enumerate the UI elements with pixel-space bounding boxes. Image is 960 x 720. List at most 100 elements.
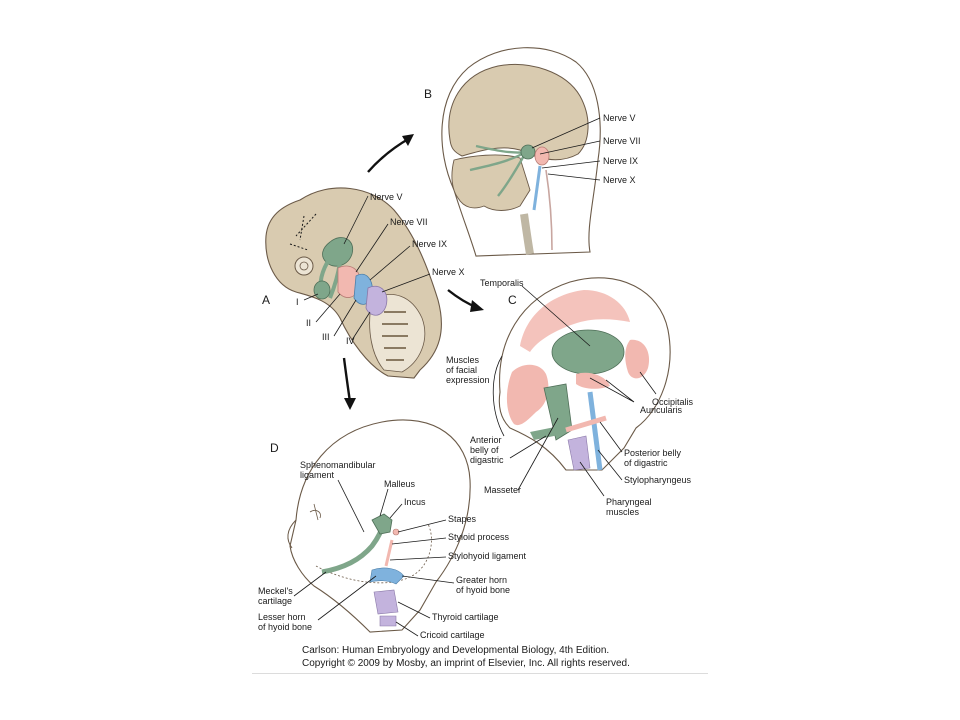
label-b-nerve-x: Nerve X	[603, 175, 636, 185]
panel-b-letter: B	[424, 87, 432, 101]
occipitalis-muscle	[625, 339, 650, 379]
spine-b	[520, 213, 534, 255]
label-c-posterior-belly: Posterior belly of digastric	[624, 448, 684, 468]
label-a-nerve-ix: Nerve IX	[412, 239, 447, 249]
label-c-auricularis: Auricularis	[640, 405, 683, 415]
label-d-malleus: Malleus	[384, 479, 416, 489]
label-c-occipitalis: Occipitalis	[652, 397, 694, 407]
caption-line-2: Copyright © 2009 by Mosby, an imprint of…	[302, 658, 630, 669]
leader-d-cricoid	[395, 621, 419, 637]
panel-d-letter: D	[270, 441, 279, 455]
leader-b-nerve-vii	[539, 140, 601, 155]
fetal-brain-b	[448, 64, 589, 161]
panel-c: C Temporalis Muscles of facial expressio…	[446, 277, 694, 517]
panel-d: D Sphenomandibular ligament Malleus Incu…	[258, 419, 527, 640]
head-c-outline	[498, 277, 671, 471]
label-c-posterior-belly-line1: Posterior belly	[624, 448, 682, 458]
label-b-nerve-ix: Nerve IX	[603, 156, 638, 166]
ear-b	[534, 146, 550, 166]
label-c-stylopharyngeus: Stylopharyngeus	[624, 475, 692, 485]
label-c-pharyngeal: Pharyngeal muscles	[606, 497, 654, 517]
malleus-shape	[371, 513, 393, 535]
neural-crest-arrows	[289, 213, 317, 251]
label-c-anterior-belly-line2: belly of	[470, 445, 499, 455]
label-a-nerve-x: Nerve X	[432, 267, 465, 277]
meckels-cartilage-shape	[321, 521, 387, 575]
styloid-shape	[384, 539, 394, 567]
leader-c-auricularis	[589, 377, 635, 403]
facial-expression-brace	[492, 355, 505, 437]
temporalis-muscle	[551, 329, 625, 375]
caption-divider	[252, 673, 708, 674]
panel-b: B Nerve V Nerve VII Nerve IX Nerve X	[424, 47, 641, 257]
label-d-sphenomandibular-line1: Sphenomandibular	[300, 460, 376, 470]
label-c-posterior-belly-line2: of digastric	[624, 458, 668, 468]
fetal-head-b-outline	[441, 47, 601, 257]
label-b-nerve-vii: Nerve VII	[603, 136, 641, 146]
label-b-nerve-v: Nerve V	[603, 113, 636, 123]
leader-d-meckels	[293, 571, 327, 597]
eye-d	[309, 503, 321, 521]
leader-b-nerve-x	[547, 173, 601, 181]
arrow-a-to-d	[342, 357, 352, 403]
figure-caption: Carlson: Human Embryology and Developmen…	[302, 644, 722, 670]
leader-a-arch-i	[303, 293, 319, 301]
leader-c-temporalis	[521, 285, 591, 347]
label-d-lesser-horn: Lesser horn of hyoid bone	[258, 612, 312, 632]
embryo-eye-inner	[299, 261, 309, 271]
arch-iv-shape	[365, 285, 388, 316]
leader-a-arch-ii	[315, 293, 341, 323]
arrow-a-to-b-head	[402, 134, 414, 146]
embryo-spine-region	[369, 294, 426, 373]
thyroid-cartilage-shape	[373, 589, 399, 615]
cricoid-cartilage-shape	[379, 615, 397, 627]
label-d-stylohyoid: Stylohyoid ligament	[448, 551, 527, 561]
leader-a-nerve-vii	[355, 223, 389, 273]
nose-d	[287, 519, 297, 549]
arrow-a-to-c-head	[470, 300, 484, 312]
arrow-a-to-d-head	[344, 398, 356, 410]
transition-arrows	[342, 134, 484, 410]
anterior-belly-digastric	[530, 426, 564, 440]
leader-a-nerve-x	[381, 273, 431, 293]
panel-a: A Nerve V Nerve VII Nerve IX Nerve X I I…	[262, 187, 465, 379]
facial-muscles	[506, 364, 549, 426]
label-a-arch-iii: III	[322, 332, 330, 342]
leader-b-nerve-v	[531, 117, 601, 149]
label-d-styloid: Styloid process	[448, 532, 510, 542]
label-d-incus: Incus	[404, 497, 426, 507]
label-a-arch-i: I	[296, 297, 299, 307]
leader-d-sphenomandibular	[337, 479, 365, 533]
label-c-anterior-belly-line1: Anterior	[470, 435, 502, 445]
arrow-a-to-b	[367, 136, 411, 173]
leader-c-masseter	[517, 417, 559, 491]
leader-a-arch-iii	[333, 299, 357, 337]
label-c-anterior-belly: Anterior belly of digastric	[470, 435, 504, 465]
head-d-outline	[289, 419, 471, 633]
label-c-anterior-belly-line3: digastric	[470, 455, 504, 465]
label-c-muscles-facial-line3: expression	[446, 375, 490, 385]
panel-c-letter: C	[508, 293, 517, 307]
jaw-dashed-d	[315, 523, 432, 584]
caption-line-1: Carlson: Human Embryology and Developmen…	[302, 645, 610, 656]
embryo-vertebrae	[382, 311, 408, 361]
leader-d-stapes	[397, 519, 447, 533]
label-a-arch-ii: II	[306, 318, 311, 328]
arch-i-shape	[313, 280, 331, 300]
leader-c-anterior-belly	[509, 435, 547, 459]
label-c-temporalis: Temporalis	[480, 278, 524, 288]
leader-c-occipitalis	[639, 371, 657, 395]
label-d-stapes: Stapes	[448, 514, 477, 524]
hyoid-shape	[369, 567, 405, 585]
leader-c-posterior-belly	[599, 421, 623, 453]
leader-d-malleus	[379, 488, 389, 517]
leader-a-nerve-v	[343, 195, 369, 245]
embryo-eye	[294, 256, 314, 276]
leader-d-lesser-horn	[317, 575, 377, 621]
label-d-meckels-line2: cartilage	[258, 596, 292, 606]
leader-b-nerve-ix	[541, 160, 601, 169]
label-c-masseter: Masseter	[484, 485, 521, 495]
label-d-meckels-line1: Meckel's	[258, 586, 293, 596]
label-c-pharyngeal-line1: Pharyngeal	[606, 497, 652, 507]
